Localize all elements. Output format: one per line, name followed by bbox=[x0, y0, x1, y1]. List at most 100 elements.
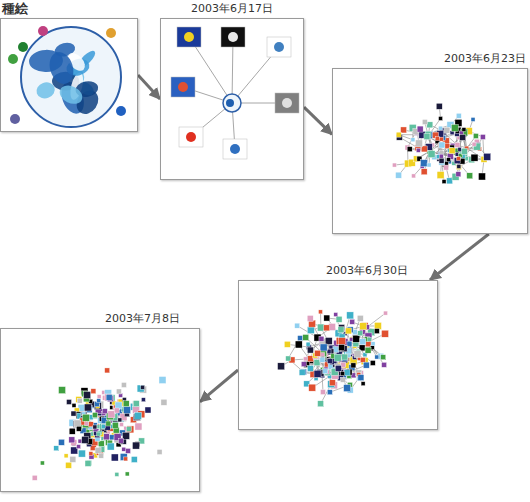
thumbnail bbox=[363, 362, 369, 368]
thumbnail bbox=[108, 411, 115, 418]
thumbnail bbox=[420, 160, 427, 167]
thumbnail-motif bbox=[282, 98, 292, 108]
thumbnail bbox=[91, 389, 96, 394]
thumbnail bbox=[295, 341, 302, 348]
thumbnail bbox=[471, 154, 478, 161]
thumbnail bbox=[437, 172, 444, 179]
thumbnail-motif bbox=[274, 42, 284, 52]
snapshot-panel: 2003年6月30日 bbox=[238, 263, 438, 430]
thumbnail bbox=[93, 425, 97, 429]
thumbnail bbox=[320, 357, 325, 362]
thumbnail bbox=[76, 426, 81, 431]
thumbnail bbox=[417, 126, 423, 132]
thumbnail bbox=[340, 377, 345, 382]
panel-heading: 2003年7月8日 bbox=[0, 311, 200, 327]
thumbnail bbox=[58, 439, 64, 445]
thumbnail bbox=[447, 178, 453, 184]
thumbnail bbox=[131, 457, 137, 463]
panel-heading: 2003年6月30日 bbox=[238, 263, 438, 279]
thumbnail bbox=[323, 369, 328, 374]
thumbnail bbox=[54, 446, 59, 451]
thumbnail bbox=[135, 412, 142, 419]
thumbnail bbox=[67, 399, 72, 404]
seed-thumbnail bbox=[223, 94, 241, 112]
thumbnail bbox=[435, 137, 439, 141]
thumbnail bbox=[141, 398, 145, 402]
thumbnail bbox=[161, 399, 167, 405]
thumbnail bbox=[71, 411, 76, 416]
thumbnail bbox=[456, 113, 461, 118]
thumbnail bbox=[427, 122, 433, 128]
thumbnail bbox=[357, 315, 363, 321]
thumbnail bbox=[307, 365, 313, 371]
thumbnail bbox=[124, 406, 131, 413]
thumbnail bbox=[82, 436, 89, 443]
thumbnail bbox=[347, 312, 354, 319]
thumbnail bbox=[159, 377, 166, 384]
thumbnail bbox=[298, 336, 303, 341]
thumbnail bbox=[85, 422, 89, 426]
thumbnail bbox=[351, 363, 356, 368]
thumbnail bbox=[315, 350, 321, 356]
thumbnail bbox=[95, 447, 101, 453]
thumbnail bbox=[32, 475, 37, 480]
drawn-figure bbox=[38, 26, 48, 36]
thumbnail bbox=[306, 342, 310, 346]
thumbnail bbox=[382, 362, 387, 367]
panel-illustration bbox=[239, 281, 437, 429]
thumbnail bbox=[320, 357, 324, 361]
thumbnail bbox=[275, 93, 299, 113]
thumbnail bbox=[101, 424, 105, 428]
thumbnail bbox=[439, 154, 443, 158]
thumbnail bbox=[114, 408, 119, 413]
thumbnail bbox=[324, 315, 330, 321]
thumbnail bbox=[179, 127, 203, 147]
thumbnail bbox=[118, 438, 123, 443]
thumbnail bbox=[325, 338, 332, 345]
snapshot-frame bbox=[160, 18, 304, 180]
thumbnail bbox=[456, 172, 461, 177]
thumbnail bbox=[462, 128, 466, 132]
thumbnail bbox=[396, 172, 402, 178]
drawn-figure bbox=[116, 106, 126, 116]
thumbnail bbox=[335, 365, 341, 371]
thumbnail bbox=[314, 360, 320, 366]
thumbnail bbox=[396, 132, 401, 137]
thumbnail bbox=[102, 409, 107, 414]
thumbnail bbox=[85, 460, 91, 466]
thumbnail bbox=[354, 351, 361, 358]
thumbnail bbox=[105, 368, 110, 373]
thumbnail bbox=[88, 422, 93, 427]
thumbnail bbox=[341, 372, 345, 376]
thumbnail bbox=[84, 392, 91, 399]
thumbnail bbox=[370, 360, 375, 365]
thumbnail bbox=[72, 403, 76, 407]
thumbnail bbox=[439, 150, 443, 154]
thumbnail bbox=[415, 140, 422, 147]
thumbnail bbox=[422, 120, 427, 125]
thumbnail bbox=[177, 27, 201, 47]
thumbnail bbox=[442, 180, 446, 184]
thumbnail bbox=[120, 453, 127, 460]
thumbnail bbox=[137, 385, 144, 392]
thumbnail bbox=[382, 330, 389, 337]
thumbnail bbox=[116, 389, 121, 394]
thumbnail bbox=[284, 341, 290, 347]
progress-arrow bbox=[138, 75, 160, 99]
thumbnail bbox=[339, 338, 346, 345]
snapshot-panel: 2003年6月17日 bbox=[160, 1, 304, 180]
thumbnail bbox=[78, 439, 82, 443]
thumbnail bbox=[407, 147, 412, 152]
thumbnail bbox=[82, 414, 89, 421]
thumbnail bbox=[301, 362, 306, 367]
thumbnail bbox=[360, 357, 365, 362]
thumbnail bbox=[467, 173, 473, 179]
thumbnail bbox=[329, 380, 335, 386]
thumbnail bbox=[286, 356, 291, 361]
thumbnail bbox=[374, 322, 381, 329]
thumbnail bbox=[320, 344, 327, 351]
thumbnail bbox=[105, 394, 112, 401]
panel-heading: 2003年6月23日 bbox=[332, 51, 528, 67]
thumbnail bbox=[461, 148, 467, 154]
thumbnail bbox=[100, 423, 106, 429]
